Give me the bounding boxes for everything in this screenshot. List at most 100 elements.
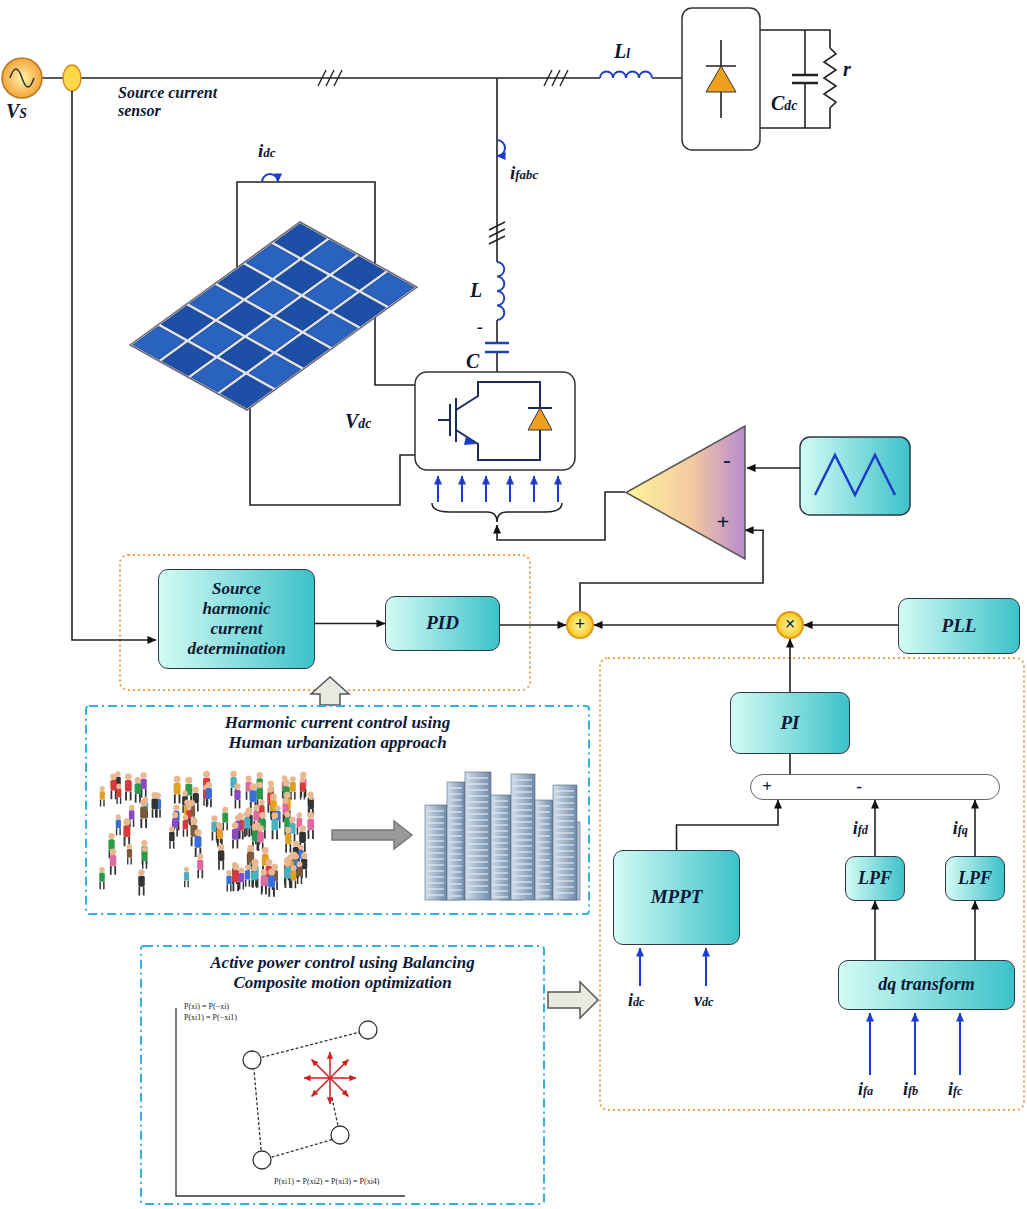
crowd-illustration (250, 790, 257, 802)
formula: P(xi1) = P(−xi1) (184, 1013, 237, 1022)
label-anchor: VS (6, 100, 27, 123)
inductor-symbol (600, 72, 652, 79)
crowd-illustration (262, 847, 269, 854)
crowd-illustration (100, 786, 105, 807)
crowd-illustration (253, 811, 259, 821)
crowd-illustration (284, 867, 291, 879)
crowd-illustration (309, 800, 314, 809)
phase-marks (334, 70, 342, 86)
crowd-illustration (284, 792, 291, 799)
crowd-illustration (290, 782, 296, 792)
signal-name: vdc (694, 990, 714, 1011)
crowd-illustration (226, 870, 231, 875)
node-label: LPF (958, 868, 992, 889)
label-anchor: Source current sensor (118, 84, 243, 121)
label-anchor: L (470, 279, 482, 302)
crowd-illustration (127, 849, 132, 858)
source-voltage-label: VS (6, 100, 27, 123)
power-wire (42, 77, 682, 79)
brace (497, 492, 625, 540)
city-illustration (556, 791, 574, 893)
crowd-illustration (245, 828, 249, 837)
label-anchor: C (466, 350, 479, 373)
crowd-illustration (138, 869, 145, 876)
inductor-symbol (497, 262, 504, 320)
gate-signal (437, 476, 439, 502)
crowd-illustration (226, 870, 231, 892)
optimization-plot (331, 1126, 349, 1144)
inverter-symbol (415, 372, 575, 470)
phase-marks (318, 70, 568, 244)
crowd-illustration (245, 865, 251, 887)
crowd-illustration (299, 825, 306, 832)
city-illustration (447, 782, 465, 900)
crowd-illustration (227, 884, 231, 891)
crowd-illustration (251, 865, 256, 870)
crowd-illustration (217, 824, 223, 830)
crowd-illustration (185, 777, 192, 784)
crowd-illustration (123, 825, 130, 837)
direction-star (330, 1078, 348, 1096)
crowd-illustration (291, 871, 297, 881)
crowd-illustration (173, 805, 179, 811)
resistor-symbol (824, 48, 836, 108)
crowd-illustration (198, 870, 202, 878)
optimization-plot (253, 1151, 271, 1169)
crowd-illustration (129, 805, 135, 811)
crowd-illustration (151, 792, 157, 818)
crowd-illustration (194, 836, 201, 848)
solar-panel (362, 273, 414, 306)
input-arrow (639, 948, 641, 986)
crowd-illustration (245, 865, 251, 871)
gate-signal (438, 476, 558, 502)
crowd-illustration (183, 820, 189, 829)
label-anchor: ifc (948, 1079, 963, 1100)
crowd-illustration (211, 815, 217, 821)
brace (432, 492, 625, 540)
label-anchor: ifa (858, 1079, 873, 1100)
label-anchor: - (477, 317, 483, 338)
crowd-illustration (100, 786, 105, 791)
crowd-illustration (307, 812, 314, 819)
summing-junction: + (566, 611, 594, 639)
method-panel: Active power control using Balancing Com… (140, 945, 545, 1205)
crowd-illustration (265, 859, 272, 866)
label-anchor: Cdc (771, 92, 797, 115)
crowd-illustration (206, 782, 212, 788)
crowd-illustration (271, 819, 278, 830)
crowd-illustration (297, 861, 303, 884)
label-anchor: idc (628, 990, 645, 1011)
crowd-illustration (257, 832, 263, 843)
crowd-illustration (140, 772, 146, 797)
node-label: PLL (942, 615, 977, 637)
crowd-illustration (252, 866, 257, 871)
label-anchor: ifb (903, 1079, 918, 1100)
formula: P(xi1) = P(xi2) = P(xi3) = P(xi4) (274, 1177, 380, 1186)
crowd-illustration (110, 848, 117, 855)
crowd-illustration (169, 826, 175, 832)
crowd-illustration (289, 816, 295, 822)
city-illustration (468, 778, 488, 892)
block-arrow (311, 677, 349, 705)
crowd-illustration (232, 822, 239, 848)
direction-star (330, 1077, 356, 1079)
label-anchor: Ll (614, 40, 630, 63)
phase-marks (552, 70, 560, 86)
phase-marks (489, 236, 505, 244)
crowd-illustration (125, 773, 132, 780)
crowd-illustration (135, 777, 141, 803)
crowd-illustration (256, 788, 263, 799)
crowd-illustration (169, 832, 175, 841)
current-arrow-symbol (262, 140, 505, 182)
inductor-symbol (497, 72, 652, 321)
crowd-illustration (233, 882, 238, 891)
crowd-illustration (223, 822, 227, 830)
crowd-illustration (284, 860, 291, 888)
crowd-illustration (307, 812, 314, 839)
polarity-sign: - (477, 317, 483, 338)
crowd-illustration (125, 780, 132, 791)
inverter-symbol (464, 436, 476, 445)
crowd-illustration (207, 799, 211, 807)
crowd-illustration (140, 779, 146, 789)
